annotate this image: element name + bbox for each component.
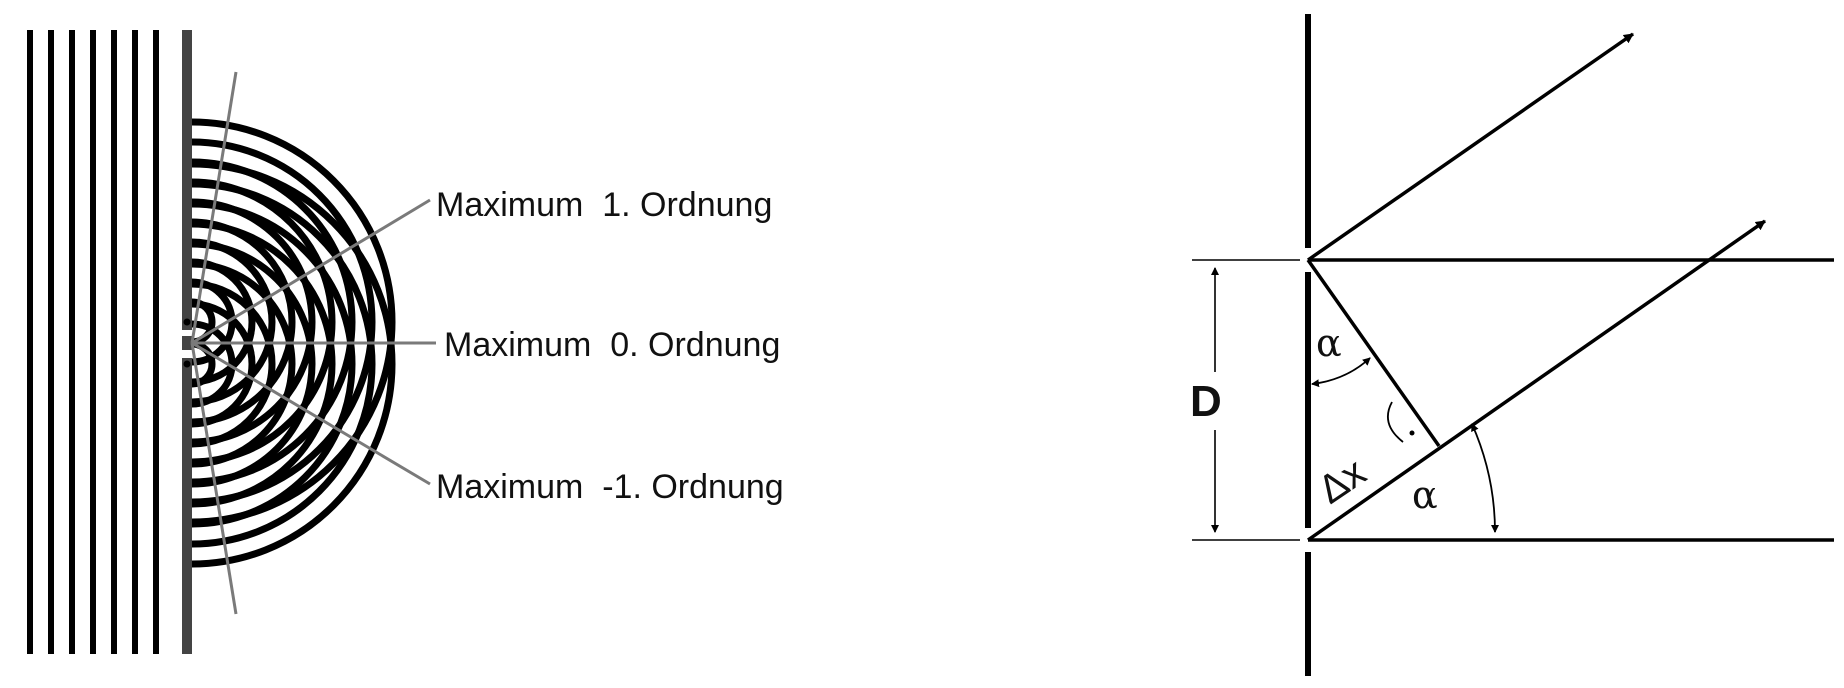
label-spacing-d: D — [1190, 377, 1222, 426]
label-alpha-top: α — [1316, 321, 1342, 365]
wavefront-arc — [192, 200, 356, 528]
slit-barrier — [182, 30, 192, 654]
wavefront-arc — [192, 240, 316, 488]
double-slit-diagram: Maximum 1. Ordnung Maximum 0. Ordnung Ma… — [27, 30, 784, 654]
ray-diagonal-bottom — [1306, 219, 1767, 542]
label-maximum-zero: Maximum 0. Ordnung — [444, 326, 780, 364]
plane-wavefront — [153, 30, 159, 654]
wavefront-arc — [192, 238, 276, 406]
steep-guide-line-bottom — [190, 342, 238, 615]
path-difference-diagram: D α α Δx — [1190, 14, 1834, 676]
plane-wavefront — [27, 30, 33, 654]
plane-wavefront — [132, 30, 138, 654]
guide-line-minus1 — [191, 341, 431, 486]
wavefront-arc — [192, 258, 256, 386]
wavefront-arc — [192, 300, 256, 428]
wavefront-arc — [192, 198, 316, 446]
label-alpha-bottom: α — [1412, 473, 1438, 517]
guide-line-plus1 — [191, 198, 431, 345]
wavefront-arc — [192, 260, 296, 468]
right-angle-arc — [1387, 401, 1404, 443]
ray-diagonal-top — [1307, 32, 1634, 262]
label-delta-x: Δx — [1310, 450, 1373, 513]
plane-wavefront — [111, 30, 117, 654]
wavefront-arc — [192, 340, 216, 388]
angle-arc-bottom — [1471, 423, 1499, 533]
angle-arc-top — [1311, 357, 1371, 388]
spacing-dimension — [1192, 259, 1300, 541]
wavefront-arc — [192, 280, 276, 448]
perpendicular-line — [1306, 258, 1441, 448]
wavefront-arc — [192, 138, 376, 506]
incoming-plane-waves — [27, 30, 159, 654]
plane-wavefront — [48, 30, 54, 654]
label-maximum-plus1: Maximum 1. Ordnung — [436, 186, 772, 224]
order-guide-lines — [190, 71, 436, 615]
circular-wavefronts — [192, 118, 396, 568]
plane-wavefront — [90, 30, 96, 654]
wavefront-arc — [192, 218, 296, 426]
plane-wavefront — [69, 30, 75, 654]
wavefront-arc — [192, 118, 396, 526]
wavefront-arc — [192, 178, 336, 466]
steep-guide-line-top — [190, 71, 238, 344]
wavefront-arc — [192, 320, 236, 408]
wavefront-arc — [192, 158, 356, 486]
wavefront-arc — [192, 220, 336, 508]
wavefront-arc — [192, 180, 376, 548]
wavefront-arc — [192, 298, 216, 346]
label-maximum-minus1: Maximum -1. Ordnung — [436, 468, 784, 506]
right-angle-dot — [1409, 430, 1415, 436]
wavefront-arc — [192, 160, 396, 568]
